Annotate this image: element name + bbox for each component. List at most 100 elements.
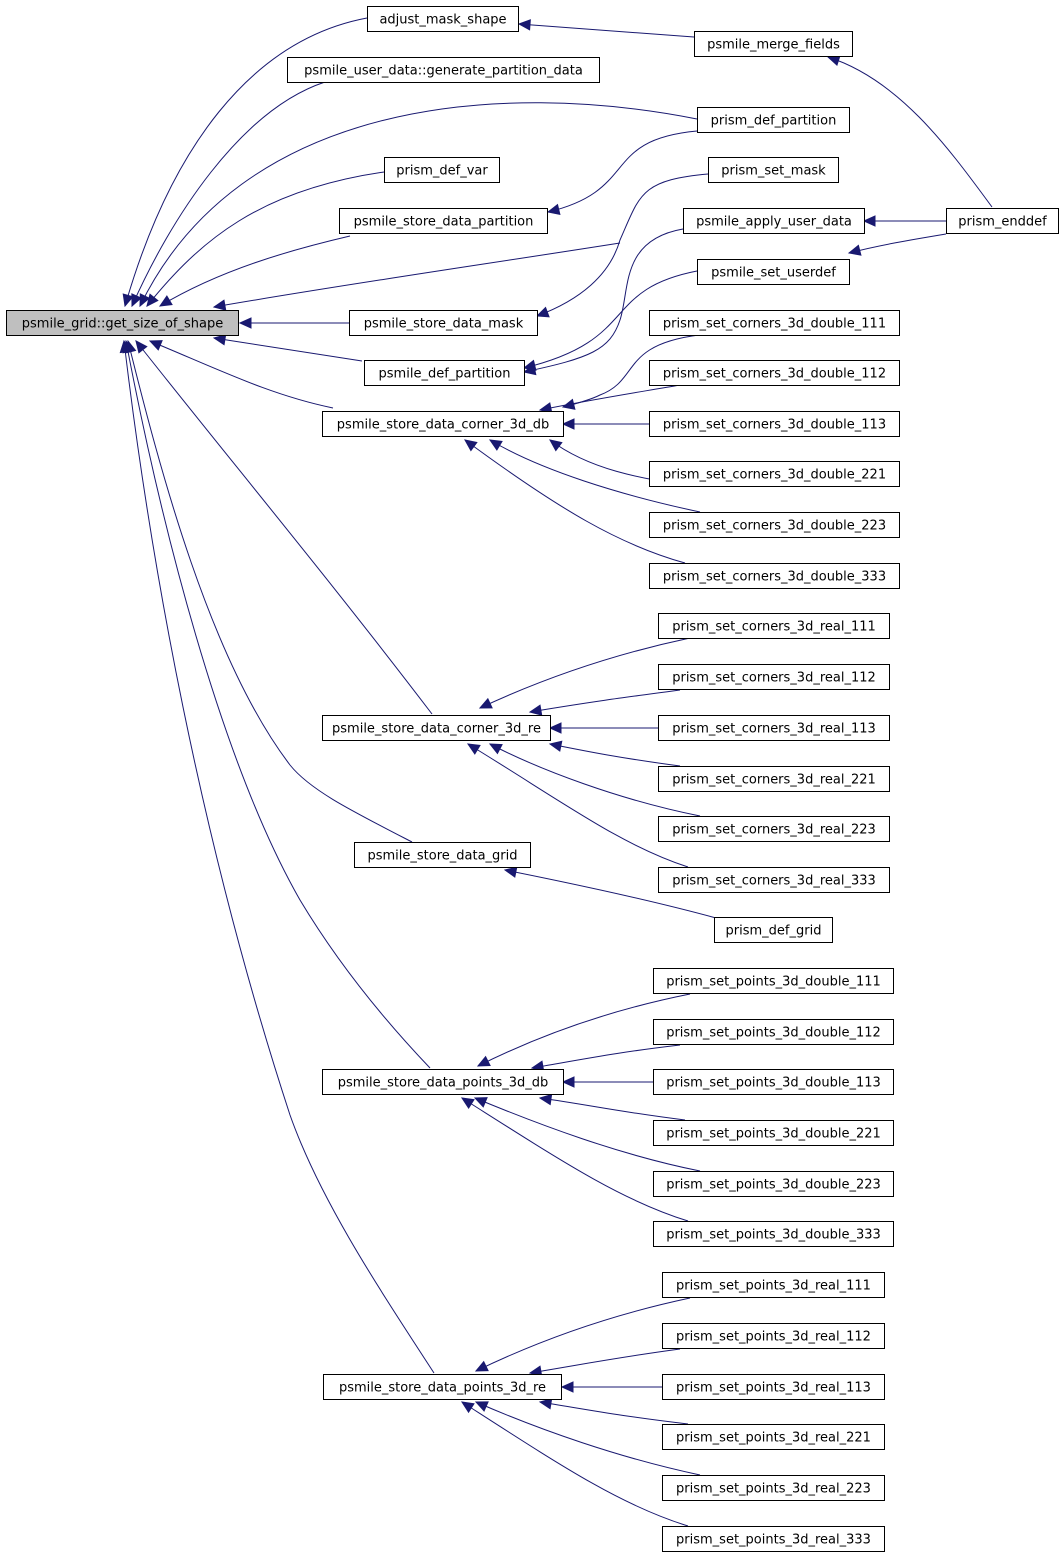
graph-node[interactable]: psmile_store_data_mask: [349, 310, 538, 336]
graph-node[interactable]: prism_set_points_3d_real_112: [662, 1323, 885, 1349]
call-edge: [124, 17, 368, 307]
node-label: prism_def_var: [396, 164, 488, 179]
graph-node[interactable]: prism_set_corners_3d_real_221: [658, 766, 890, 792]
node-label: prism_set_corners_3d_real_113: [672, 722, 876, 737]
node-box: [697, 107, 850, 133]
graph-node[interactable]: psmile_store_data_points_3d_re: [323, 1374, 562, 1400]
node-label: prism_set_points_3d_real_111: [676, 1279, 871, 1294]
graph-node[interactable]: prism_set_points_3d_double_333: [653, 1221, 894, 1247]
node-label: adjust_mask_shape: [379, 13, 506, 28]
edge-arrowhead: [503, 866, 518, 878]
call-edge: [477, 993, 691, 1067]
graph-node[interactable]: psmile_store_data_partition: [339, 208, 548, 234]
graph-node[interactable]: prism_set_corners_3d_real_333: [658, 867, 890, 893]
node-label: prism_set_corners_3d_real_221: [672, 773, 876, 788]
node-label: prism_set_corners_3d_double_111: [663, 317, 886, 332]
call-edge: [135, 340, 433, 715]
node-label: psmile_store_data_corner_3d_db: [337, 418, 549, 433]
graph-node[interactable]: prism_set_points_3d_double_223: [653, 1171, 894, 1197]
edge-arrowhead: [517, 19, 531, 31]
graph-node[interactable]: prism_set_corners_3d_double_111: [649, 310, 900, 336]
node-label: prism_def_partition: [711, 114, 837, 129]
node-label: prism_set_corners_3d_double_112: [663, 367, 886, 382]
edge-arrowhead: [473, 1097, 488, 1108]
graph-node[interactable]: prism_set_corners_3d_real_223: [658, 816, 890, 842]
edge-arrowhead: [847, 244, 862, 256]
edge-arrowhead: [561, 418, 575, 430]
graph-node[interactable]: adjust_mask_shape: [367, 6, 519, 32]
graph-node[interactable]: prism_set_corners_3d_double_113: [649, 411, 900, 437]
node-label: psmile_def_partition: [379, 367, 511, 382]
node-box: [322, 1069, 564, 1095]
graph-node[interactable]: prism_set_corners_3d_real_112: [658, 664, 890, 690]
graph-node[interactable]: prism_set_points_3d_double_221: [653, 1120, 894, 1146]
graph-node[interactable]: prism_set_corners_3d_double_333: [649, 563, 900, 589]
edge-arrowhead: [122, 293, 134, 308]
node-label: prism_set_points_3d_double_111: [666, 975, 881, 990]
call-edge: [139, 102, 698, 307]
call-edge: [461, 1401, 689, 1527]
graph-node[interactable]: psmile_apply_user_data: [683, 208, 865, 234]
graph-node[interactable]: psmile_store_data_corner_3d_db: [322, 411, 564, 437]
node-label: prism_set_corners_3d_real_333: [672, 874, 876, 889]
graph-node[interactable]: psmile_merge_fields: [694, 31, 853, 57]
graph-node[interactable]: prism_set_points_3d_double_111: [653, 968, 894, 994]
graph-node[interactable]: prism_set_points_3d_real_111: [662, 1272, 885, 1298]
graph-node[interactable]: prism_set_corners_3d_double_221: [649, 461, 900, 487]
node-box: [653, 1019, 894, 1045]
root-node[interactable]: psmile_grid::get_size_of_shape: [6, 310, 239, 336]
graph-node[interactable]: psmile_store_data_grid: [354, 842, 531, 868]
node-label: prism_def_grid: [726, 924, 822, 939]
graph-node[interactable]: prism_set_corners_3d_double_112: [649, 360, 900, 386]
graph-node[interactable]: psmile_store_data_points_3d_db: [322, 1069, 564, 1095]
node-box: [649, 411, 900, 437]
graph-node[interactable]: psmile_def_partition: [364, 360, 525, 386]
node-label: prism_set_corners_3d_double_223: [663, 519, 886, 534]
graph-node[interactable]: prism_set_points_3d_real_223: [662, 1475, 885, 1501]
node-label: psmile_store_data_partition: [354, 215, 534, 230]
graph-node[interactable]: prism_enddef: [946, 208, 1059, 234]
graph-node[interactable]: prism_set_points_3d_real_333: [662, 1526, 885, 1552]
edge-arrowhead: [131, 293, 142, 308]
node-box: [662, 1323, 885, 1349]
graph-node[interactable]: prism_set_points_3d_double_112: [653, 1019, 894, 1045]
graph-node[interactable]: psmile_set_userdef: [697, 259, 850, 285]
graph-node[interactable]: prism_def_var: [384, 157, 500, 183]
node-box: [339, 208, 548, 234]
edge-arrowhead: [135, 340, 148, 354]
graph-node[interactable]: prism_set_mask: [708, 157, 839, 183]
graph-node[interactable]: prism_set_corners_3d_real_111: [658, 613, 890, 639]
node-label: psmile_grid::get_size_of_shape: [22, 317, 223, 332]
node-box: [287, 57, 600, 83]
node-box: [653, 1120, 894, 1146]
graph-node[interactable]: prism_set_points_3d_real_221: [662, 1424, 885, 1450]
edge-arrowhead: [546, 203, 561, 215]
node-box: [322, 411, 564, 437]
node-label: psmile_store_data_points_3d_db: [338, 1076, 549, 1091]
node-box: [649, 563, 900, 589]
node-label: prism_set_points_3d_double_333: [666, 1228, 881, 1243]
graph-node[interactable]: prism_def_grid: [714, 917, 833, 943]
edge-arrowhead: [466, 743, 481, 755]
node-box: [658, 816, 890, 842]
graph-node[interactable]: prism_set_corners_3d_real_113: [658, 715, 890, 741]
call-edge: [474, 1097, 701, 1172]
edge-arrowhead: [535, 306, 550, 318]
edge-arrowhead: [548, 722, 562, 734]
edge-arrowhead: [549, 439, 563, 452]
edge-arrowhead: [528, 704, 543, 716]
graph-node[interactable]: psmile_store_data_corner_3d_re: [322, 715, 551, 741]
node-label: prism_set_points_3d_double_112: [666, 1026, 881, 1041]
graph-node[interactable]: prism_def_partition: [697, 107, 850, 133]
call-edge: [464, 439, 686, 564]
call-edge: [523, 228, 684, 373]
node-label: prism_set_points_3d_real_221: [676, 1431, 871, 1446]
graph-node[interactable]: prism_set_corners_3d_double_223: [649, 512, 900, 538]
graph-node[interactable]: prism_set_points_3d_real_113: [662, 1374, 885, 1400]
node-box: [653, 1171, 894, 1197]
graph-node[interactable]: prism_set_points_3d_double_113: [653, 1069, 894, 1095]
graph-node[interactable]: psmile_user_data::generate_partition_dat…: [287, 57, 600, 83]
node-box: [649, 310, 900, 336]
edge-arrowhead: [212, 299, 227, 311]
